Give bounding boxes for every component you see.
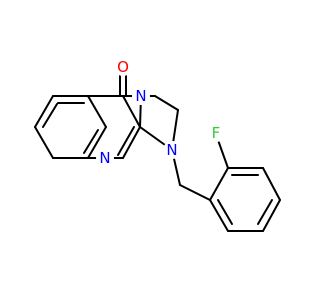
bond xyxy=(154,95,179,111)
fluorine-label: F xyxy=(212,124,221,142)
nitrogen-label: N xyxy=(99,149,110,167)
bond xyxy=(179,184,211,201)
fluorophenyl-ring xyxy=(209,139,281,232)
bond xyxy=(87,95,107,128)
bond xyxy=(122,126,141,159)
bond-double xyxy=(217,199,233,225)
bond xyxy=(34,95,54,128)
bond-double xyxy=(257,199,273,225)
benzyl-linker xyxy=(171,149,211,201)
bond xyxy=(34,126,54,159)
bond xyxy=(262,167,281,201)
bond xyxy=(217,139,229,169)
bond xyxy=(87,126,107,159)
bond-double xyxy=(42,103,58,128)
oxygen-label: O xyxy=(117,58,129,76)
nitrogen-label: N xyxy=(166,141,177,159)
molecule-structure: O N N N F xyxy=(34,58,281,232)
bond xyxy=(262,199,281,232)
atom-labels: O N N N F xyxy=(96,58,225,167)
bond xyxy=(209,167,229,201)
bond xyxy=(209,199,229,232)
bond-double xyxy=(83,129,99,154)
bond xyxy=(122,95,141,128)
nitrogen-label: N xyxy=(135,87,146,105)
bond-double xyxy=(117,126,135,156)
benzo-ring xyxy=(34,95,107,159)
